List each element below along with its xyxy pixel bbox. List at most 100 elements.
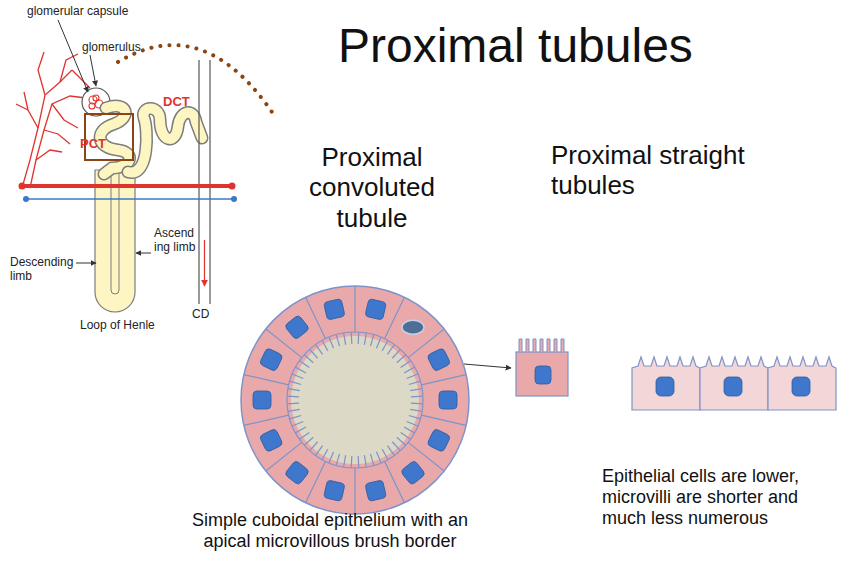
tubule-cross-section: [241, 286, 469, 514]
microvillus: [364, 455, 366, 467]
microvillus: [329, 337, 334, 348]
microvillus: [322, 449, 328, 460]
blood-vessels: [16, 52, 90, 188]
microvillus: [387, 345, 394, 355]
nucleus: [427, 348, 451, 372]
microvillus: [387, 446, 394, 456]
part-label: Loop of Henle: [80, 318, 190, 332]
cell-border: [244, 415, 289, 425]
leader-line: [136, 253, 151, 254]
microvillus: [336, 454, 339, 466]
microvillus: [304, 437, 313, 445]
caption-note: Simple cuboidal epithelium with an apica…: [180, 510, 480, 552]
cell-border: [306, 297, 326, 338]
cell-border: [385, 297, 405, 338]
microvillus: [404, 427, 415, 433]
page-title: Proximal tubules: [338, 18, 693, 74]
microvillus: [300, 432, 310, 439]
cell-body: [632, 357, 700, 410]
cell-border: [385, 461, 405, 502]
drawing-part: [93, 95, 99, 101]
drawing-part: [22, 70, 72, 188]
microvillus: [410, 389, 422, 391]
collecting-duct-wall: [209, 60, 210, 304]
cell-border: [354, 468, 355, 514]
dct-tube: [128, 109, 202, 173]
part-label: glomerular capsule: [27, 4, 157, 18]
nucleus: [259, 348, 283, 372]
caption-note: Epithelial cells are lower, microvilli a…: [602, 466, 844, 529]
nucleus: [427, 428, 451, 452]
cell-border: [421, 375, 466, 385]
nucleus: [656, 377, 674, 396]
microvillus: [392, 442, 400, 451]
tubule-outer: [241, 286, 469, 514]
pointer-arrow: [464, 364, 511, 368]
microvilli: [519, 339, 564, 352]
microvillus: [397, 437, 406, 445]
drawing-part: [44, 130, 70, 144]
drawing-part: [16, 104, 28, 110]
drawing-part: [89, 103, 95, 109]
cell-body: [768, 357, 836, 410]
nucleus: [400, 460, 425, 485]
nucleus: [439, 391, 457, 409]
column-heading: Proximal convoluted tubule: [282, 142, 462, 233]
leader-line: [58, 20, 88, 92]
cell-border: [306, 461, 326, 502]
nucleus: [402, 320, 424, 334]
apical-border: [287, 332, 423, 468]
tubule-lumen: [291, 336, 419, 464]
boundary-line: [26, 198, 234, 200]
microvillus: [401, 361, 411, 368]
leader-line: [76, 263, 96, 264]
microvillus: [409, 381, 421, 384]
microvillus: [401, 432, 411, 439]
nucleus: [259, 428, 283, 452]
microvillus: [407, 374, 418, 379]
pct-cell: [516, 339, 568, 396]
microvillus: [358, 332, 360, 344]
nucleus: [284, 315, 309, 340]
nucleus: [324, 480, 346, 502]
leader-line: [90, 55, 96, 86]
nucleus: [792, 377, 810, 396]
part-label: glomerulus: [82, 40, 162, 54]
nucleus: [365, 299, 387, 321]
flow-arrow: [204, 240, 205, 286]
microvillus: [411, 396, 423, 398]
microvillus: [295, 367, 306, 373]
nucleus: [365, 480, 387, 502]
microvillus: [288, 389, 300, 391]
part-label: Descending limb: [10, 255, 78, 283]
microvillus: [351, 456, 353, 468]
microvillus: [287, 396, 299, 398]
microvillus: [376, 452, 381, 463]
microvillus: [351, 332, 353, 344]
pst-cells: [632, 357, 836, 410]
drawing-part: [72, 70, 90, 88]
drawing-part: [30, 96, 86, 188]
microvillus: [344, 333, 346, 345]
drawing-part: [38, 52, 45, 95]
microvillus: [329, 452, 334, 463]
microvillus: [382, 340, 388, 351]
microvillus: [292, 374, 303, 379]
part-label: DCT: [163, 94, 203, 109]
part-label: CD: [192, 307, 222, 321]
nucleus: [284, 460, 309, 485]
microvillus: [290, 416, 302, 419]
microvillus: [287, 403, 299, 405]
microvillus: [358, 456, 360, 468]
microvillus: [322, 340, 328, 351]
boundary-end: [229, 183, 236, 190]
part-label: PCT: [80, 136, 110, 151]
drawing-part: [52, 104, 78, 128]
microvillus: [382, 449, 388, 460]
microvillus: [336, 335, 339, 347]
drawing-part: [36, 150, 62, 160]
nucleus: [535, 366, 551, 384]
nucleus: [724, 377, 742, 396]
microvillus: [316, 446, 323, 456]
microvillus: [404, 367, 415, 373]
